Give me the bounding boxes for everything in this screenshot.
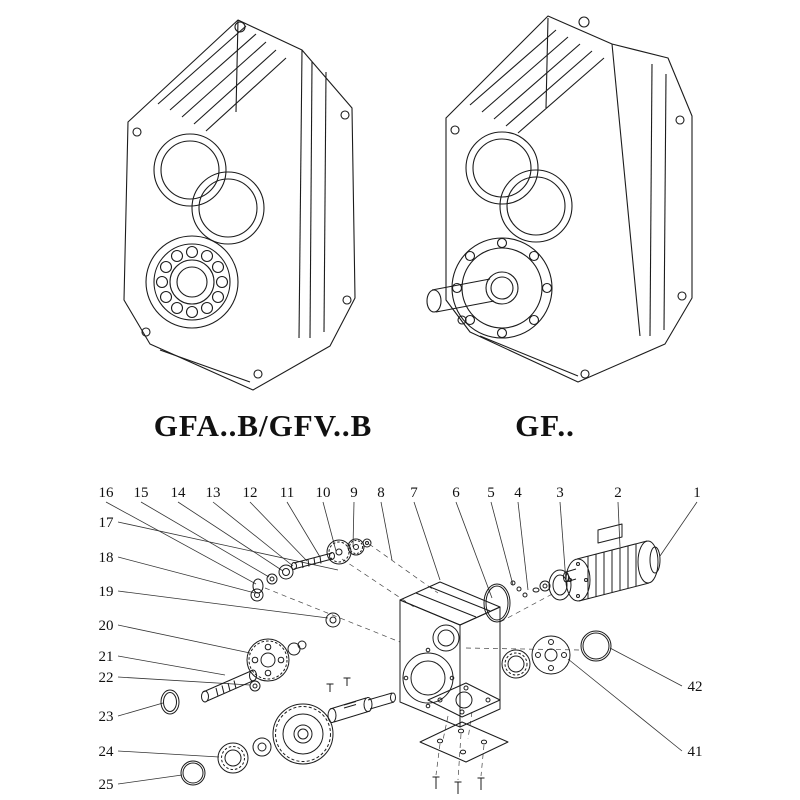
callout-15: 15 (134, 485, 149, 501)
callout-18: 18 (99, 550, 114, 566)
callout-8: 8 (377, 485, 385, 501)
lifting-eye-icon (578, 16, 590, 28)
model-label-gf: GF.. (515, 408, 575, 443)
callout-24: 24 (99, 744, 115, 760)
callout-42: 42 (688, 679, 703, 695)
callout-13: 13 (206, 485, 221, 501)
output-cover-parts (501, 630, 612, 679)
output-shaft-parts (180, 677, 396, 786)
callout-21: 21 (99, 649, 114, 665)
gearbox-illustrations (123, 15, 693, 391)
callout-11: 11 (280, 485, 294, 501)
motor (563, 523, 661, 602)
upper-gear-train (252, 538, 372, 594)
gearbox-housing (399, 581, 501, 728)
intermediate-gear-parts (160, 588, 341, 715)
callout-6: 6 (452, 485, 460, 501)
callout-10: 10 (316, 485, 331, 501)
input-side-parts (483, 569, 572, 623)
leader-lines (105, 501, 698, 785)
callout-20: 20 (99, 618, 114, 634)
callout-7: 7 (410, 485, 418, 501)
callout-1: 1 (693, 485, 701, 501)
model-label-gfab: GFA..B/GFV..B (153, 408, 373, 443)
callout-5: 5 (487, 485, 495, 501)
callout-2: 2 (614, 485, 622, 501)
callout-9: 9 (350, 485, 358, 501)
callout-41: 41 (688, 744, 703, 760)
callout-19: 19 (99, 584, 114, 600)
callout-16: 16 (99, 485, 115, 501)
gearbox-drawing-gfab (123, 19, 356, 391)
model-labels-row: GFA..B/GFV..B GF.. (0, 408, 800, 454)
callout-numbers: 16 15 14 13 12 11 10 9 8 7 6 5 4 3 2 1 1… (99, 485, 703, 793)
exploded-parts-diagram: 16 15 14 13 12 11 10 9 8 7 6 5 4 3 2 1 1… (99, 485, 703, 794)
callout-12: 12 (243, 485, 258, 501)
callout-3: 3 (556, 485, 564, 501)
mounting-plate-parts (419, 682, 509, 794)
callout-14: 14 (171, 485, 187, 501)
callout-23: 23 (99, 709, 114, 725)
gearbox-drawing-gf (426, 15, 693, 383)
lifting-eye-icon (234, 21, 246, 33)
callout-22: 22 (99, 670, 114, 686)
callout-17: 17 (99, 515, 115, 531)
callout-25: 25 (99, 777, 114, 793)
callout-4: 4 (514, 485, 522, 501)
